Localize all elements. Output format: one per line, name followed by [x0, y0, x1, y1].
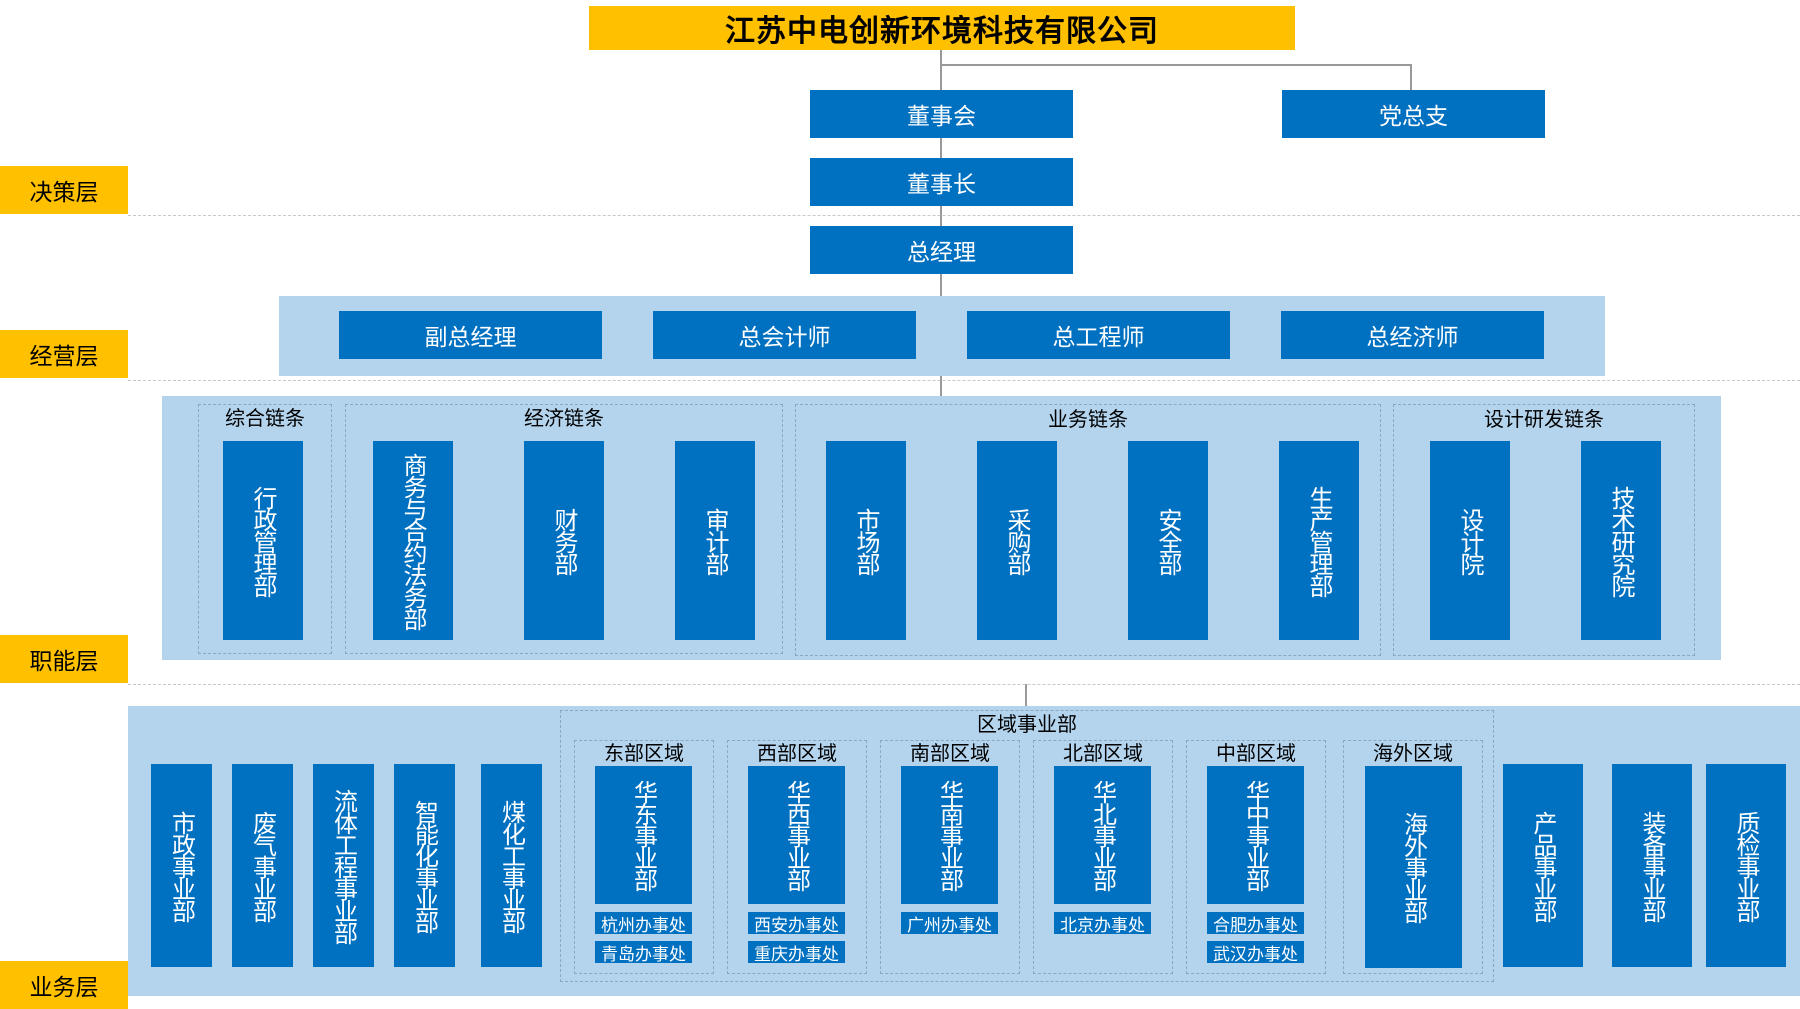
region-label: 南部区域: [910, 741, 990, 765]
chain-group-business: [795, 404, 1381, 656]
regional-label: 区域事业部: [977, 712, 1077, 736]
business-unit-box: 装备事业部: [1612, 764, 1692, 967]
office-box: 武汉办事处: [1207, 941, 1304, 965]
connector-gm-executives: [940, 274, 942, 296]
regional-unit-box: 华南事业部: [901, 766, 998, 904]
connector-functions-business: [1025, 684, 1027, 710]
layer-label-operation: 经营层: [0, 330, 128, 378]
chain-group-design: [1393, 404, 1695, 656]
chairman-box: 董事长: [810, 158, 1073, 206]
regional-unit-box: 华北事业部: [1054, 766, 1151, 904]
layer-label-function: 职能层: [0, 635, 128, 683]
layer-divider: [128, 684, 1800, 685]
dept-box: 采购部: [977, 441, 1057, 640]
gm-box: 总经理: [810, 226, 1073, 274]
region-group: [1343, 740, 1483, 974]
region-group: [727, 740, 867, 974]
layer-label-business: 业务层: [0, 961, 128, 1009]
layer-label-decision: 决策层: [0, 166, 128, 214]
executive-box: 总工程师: [967, 311, 1230, 359]
connector-board-chairman: [940, 138, 942, 158]
chain-label: 综合链条: [225, 406, 305, 430]
dept-box: 安全部: [1128, 441, 1208, 640]
region-group: [1186, 740, 1326, 974]
office-box: 重庆办事处: [748, 941, 845, 965]
connector-chairman-gm: [940, 206, 942, 226]
office-box: 青岛办事处: [595, 941, 692, 965]
region-label: 西部区域: [757, 741, 837, 765]
dept-box: 行政管理部: [223, 441, 303, 640]
office-box: 广州办事处: [901, 912, 998, 936]
business-unit-box: 流体工程事业部: [313, 764, 374, 967]
executive-box: 总经济师: [1281, 311, 1544, 359]
business-unit-box: 市政事业部: [151, 764, 212, 967]
office-box: 杭州办事处: [595, 912, 692, 936]
company-title: 江苏中电创新环境科技有限公司: [589, 6, 1295, 50]
business-unit-box: 质检事业部: [1706, 764, 1786, 967]
dept-box: 商务与合约法务部: [373, 441, 453, 640]
region-label: 北部区域: [1063, 741, 1143, 765]
regional-unit-box: 华西事业部: [748, 766, 845, 904]
chain-label: 设计研发链条: [1484, 407, 1604, 431]
business-unit-box: 产品事业部: [1503, 764, 1583, 967]
party-box: 党总支: [1282, 90, 1545, 138]
chain-label: 业务链条: [1048, 407, 1128, 431]
connector-title-board: [940, 48, 942, 90]
connector-executives-functions: [940, 376, 942, 396]
office-box: 西安办事处: [748, 912, 845, 936]
connector-title-party-v: [1410, 64, 1412, 90]
chain-group-economic: [345, 404, 783, 654]
region-group: [1033, 740, 1173, 974]
dept-box: 市场部: [826, 441, 906, 640]
layer-divider: [128, 380, 1800, 381]
region-group: [574, 740, 714, 974]
business-unit-box: 废气事业部: [232, 764, 293, 967]
regional-unit-box: 海外事业部: [1365, 766, 1462, 968]
chain-group-general: [198, 404, 332, 654]
office-box: 合肥办事处: [1207, 912, 1304, 936]
business-unit-box: 智能化事业部: [394, 764, 455, 967]
region-group: [880, 740, 1020, 974]
layer-divider: [128, 215, 1800, 216]
dept-box: 生产管理部: [1279, 441, 1359, 640]
regional-group: [560, 710, 1494, 982]
dept-box: 设计院: [1430, 441, 1510, 640]
region-label: 海外区域: [1373, 741, 1453, 765]
regional-unit-box: 华东事业部: [595, 766, 692, 904]
region-label: 东部区域: [604, 741, 684, 765]
dept-box: 技术研究院: [1581, 441, 1661, 640]
region-label: 中部区域: [1216, 741, 1296, 765]
office-box: 北京办事处: [1054, 912, 1151, 936]
business-unit-box: 煤化工事业部: [481, 764, 542, 967]
executive-box: 总会计师: [653, 311, 916, 359]
dept-box: 财务部: [524, 441, 604, 640]
regional-unit-box: 华中事业部: [1207, 766, 1304, 904]
connector-title-party-h: [940, 64, 1412, 66]
dept-box: 审计部: [675, 441, 755, 640]
executive-box: 副总经理: [339, 311, 602, 359]
chain-label: 经济链条: [524, 406, 604, 430]
board-box: 董事会: [810, 90, 1073, 138]
